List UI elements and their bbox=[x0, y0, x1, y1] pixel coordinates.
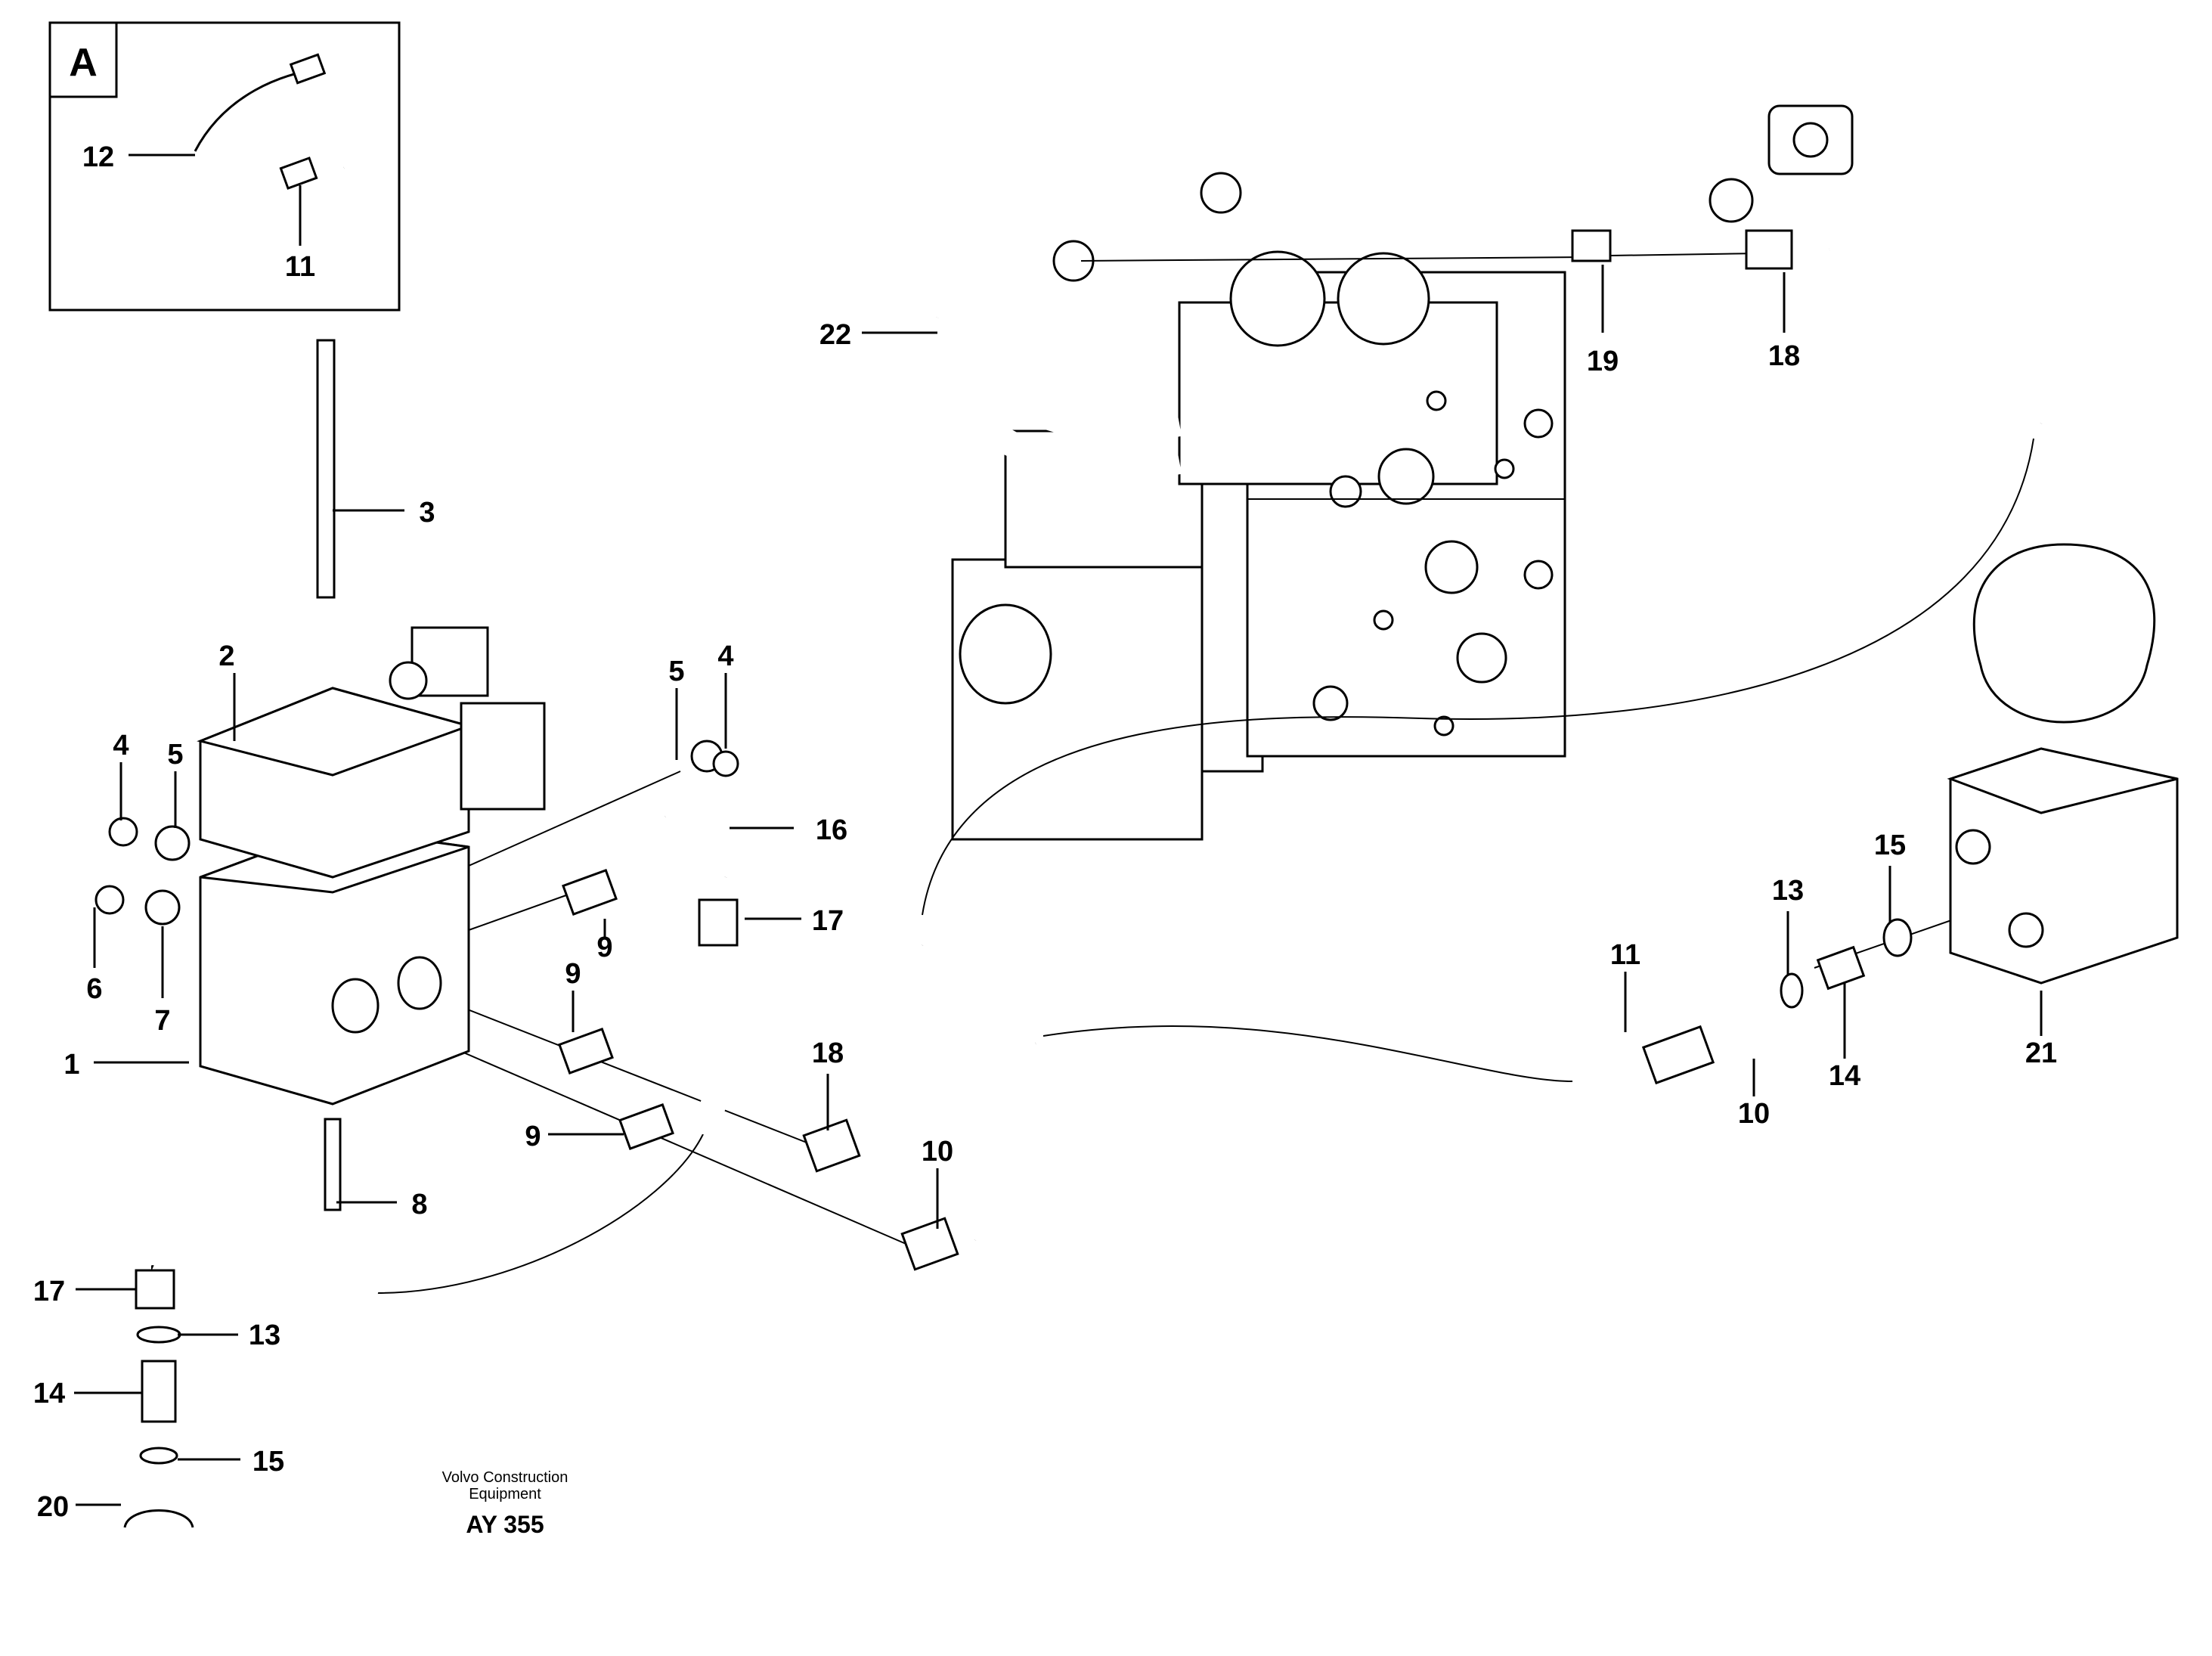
footer-line1: Volvo Construction bbox=[442, 1469, 568, 1486]
label-17-left: 17 bbox=[33, 1276, 65, 1307]
label-15-left: 15 bbox=[252, 1446, 284, 1478]
label-21: 21 bbox=[2025, 1037, 2057, 1069]
label-3: 3 bbox=[419, 497, 435, 529]
footer-line2: Equipment bbox=[469, 1486, 541, 1502]
label-8: 8 bbox=[411, 1189, 427, 1220]
part-labels: 12 11 22 19 18 3 2 4 5 5 4 16 17 6 7 9 9… bbox=[33, 141, 2057, 1523]
connection-lines bbox=[355, 236, 2070, 1294]
inset-letter: A bbox=[69, 41, 98, 85]
accumulator-assembly bbox=[1947, 543, 2179, 985]
fittings bbox=[558, 229, 1913, 1271]
pipe-22 bbox=[924, 104, 1854, 480]
label-15-right: 15 bbox=[1874, 830, 1906, 861]
label-11-inset: 11 bbox=[285, 251, 315, 283]
label-9-c: 9 bbox=[525, 1121, 541, 1152]
control-valve-assembly bbox=[951, 250, 1566, 841]
label-13-left: 13 bbox=[249, 1320, 280, 1351]
label-10-right: 10 bbox=[1738, 1098, 1770, 1130]
label-16: 16 bbox=[816, 814, 847, 846]
cable-tie-drawing bbox=[188, 53, 345, 213]
label-7: 7 bbox=[154, 1005, 170, 1037]
label-17-right: 17 bbox=[812, 905, 844, 937]
label-5-left: 5 bbox=[167, 739, 183, 771]
label-4-left: 4 bbox=[113, 730, 129, 761]
label-9-a: 9 bbox=[596, 932, 612, 963]
inset-detail-a: A bbox=[48, 21, 401, 312]
label-12: 12 bbox=[82, 141, 114, 173]
label-19: 19 bbox=[1587, 346, 1619, 377]
valve-block-assembly bbox=[94, 339, 739, 1211]
label-20: 20 bbox=[37, 1491, 69, 1523]
label-14-right: 14 bbox=[1829, 1060, 1860, 1092]
label-leaders bbox=[74, 265, 2043, 1506]
label-10-left: 10 bbox=[922, 1136, 953, 1168]
diagram-code: AY 355 bbox=[466, 1511, 544, 1538]
label-9-b: 9 bbox=[565, 958, 581, 990]
footer: Volvo Construction Equipment AY 355 bbox=[442, 1469, 568, 1538]
label-5-right: 5 bbox=[668, 656, 684, 687]
label-18-mid: 18 bbox=[812, 1037, 844, 1069]
label-2: 2 bbox=[218, 640, 234, 672]
label-18-top: 18 bbox=[1768, 340, 1800, 372]
label-11-main: 11 bbox=[1610, 939, 1640, 971]
label-4-right: 4 bbox=[717, 640, 733, 672]
lower-fitting-stack bbox=[123, 1233, 382, 1528]
label-13-right: 13 bbox=[1772, 875, 1804, 907]
label-1: 1 bbox=[64, 1049, 79, 1081]
label-6: 6 bbox=[86, 973, 102, 1005]
label-22: 22 bbox=[819, 319, 851, 351]
label-14-left: 14 bbox=[33, 1378, 65, 1409]
